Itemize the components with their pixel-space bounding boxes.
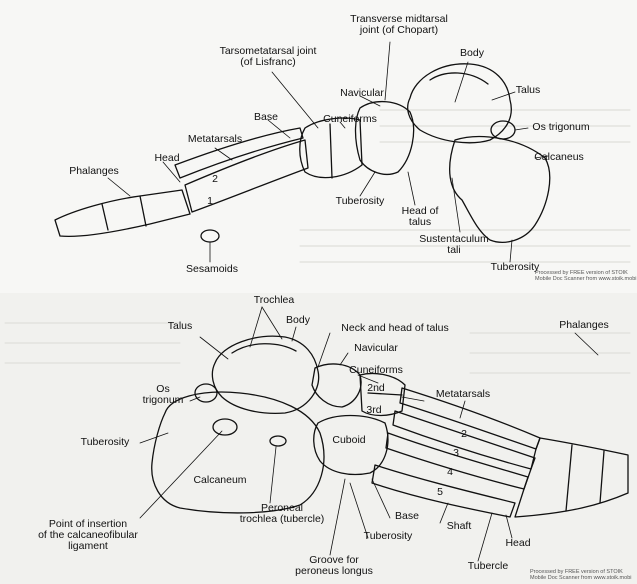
label-calcaneum: Calcaneum: [182, 475, 258, 486]
medial-view-panel: Transverse midtarsal joint (of Chopart) …: [0, 0, 637, 293]
label-trochlea: Trochlea: [244, 295, 304, 306]
label-head: Head: [150, 153, 184, 164]
label-metatarsal-5: 5: [434, 487, 446, 498]
label-head-of-talus: Head of talus: [396, 206, 444, 228]
label-calcaneus: Calcaneus: [526, 152, 592, 163]
label-talus-lateral: Talus: [162, 321, 198, 332]
label-head-lateral: Head: [500, 538, 536, 549]
label-tuberosity-calcaneum: Tuberosity: [72, 437, 138, 448]
label-metatarsal-2: 2: [458, 429, 470, 440]
label-neck-and-head-of-talus: Neck and head of talus: [328, 323, 462, 334]
sesamoid-bone: [201, 230, 219, 242]
label-metatarsals: Metatarsals: [183, 134, 247, 145]
label-base-lateral: Base: [390, 511, 424, 522]
label-tuberosity-fifth: Tuberosity: [356, 531, 420, 542]
label-tubercle: Tubercle: [462, 561, 514, 572]
medial-foot-illustration: [0, 0, 637, 293]
label-cuboid: Cuboid: [326, 435, 372, 446]
watermark-top: Processed by FREE version of STOIK Mobil…: [535, 270, 637, 282]
label-2nd-cuneiform: 2nd: [364, 383, 388, 394]
label-body-lateral: Body: [280, 315, 316, 326]
label-os-trigonum: Os trigonum: [526, 122, 596, 133]
label-sustentaculum-tali: Sustentaculum tali: [416, 234, 492, 256]
talus-bone: [408, 64, 512, 143]
peroneal-trochlea: [270, 436, 286, 446]
label-navicular: Navicular: [332, 88, 392, 99]
label-peroneal-trochlea: Peroneal trochlea (tubercle): [232, 503, 332, 525]
label-navicular-lateral: Navicular: [346, 343, 406, 354]
label-tarsometatarsal-joint: Tarsometatarsal joint (of Lisfranc): [206, 46, 330, 68]
label-os-trigonum-lateral: Os trigonum: [136, 384, 190, 406]
label-metatarsal-3: 3: [450, 448, 462, 459]
label-talus: Talus: [510, 85, 546, 96]
phalanges-bone: [55, 190, 190, 236]
calcaneum-bone: [152, 392, 324, 513]
label-phalanges-lateral: Phalanges: [552, 320, 616, 331]
metatarsal-4-lateral: [386, 433, 528, 489]
label-tuberosity-navicular: Tuberosity: [328, 196, 392, 207]
metatarsal-1: [185, 140, 308, 212]
label-base: Base: [248, 112, 284, 123]
talus-bone-lateral: [212, 336, 318, 413]
label-body: Body: [452, 48, 492, 59]
label-sesamoids: Sesamoids: [180, 264, 244, 275]
label-transverse-midtarsal-joint: Transverse midtarsal joint (of Chopart): [344, 14, 454, 36]
label-point-of-insertion: Point of insertion of the calcaneofibula…: [26, 519, 150, 552]
label-number-2: 2: [210, 174, 220, 185]
label-phalanges: Phalanges: [62, 166, 126, 177]
label-groove-peroneus-longus: Groove for peroneus longus: [292, 555, 376, 577]
metatarsal-3-lateral: [393, 411, 535, 469]
label-shaft: Shaft: [440, 521, 478, 532]
label-3rd-cuneiform: 3rd: [362, 405, 386, 416]
label-metatarsal-4: 4: [444, 467, 456, 478]
label-metatarsals-lateral: Metatarsals: [428, 389, 498, 400]
lateral-view-panel: Trochlea Body Talus Neck and head of tal…: [0, 293, 637, 584]
label-number-1: 1: [205, 196, 215, 207]
watermark-bottom: Processed by FREE version of STOIK Mobil…: [530, 569, 634, 581]
label-cuneiforms-lateral: Cuneiforms: [344, 365, 408, 376]
label-cuneiforms: Cuneiforms: [318, 114, 382, 125]
